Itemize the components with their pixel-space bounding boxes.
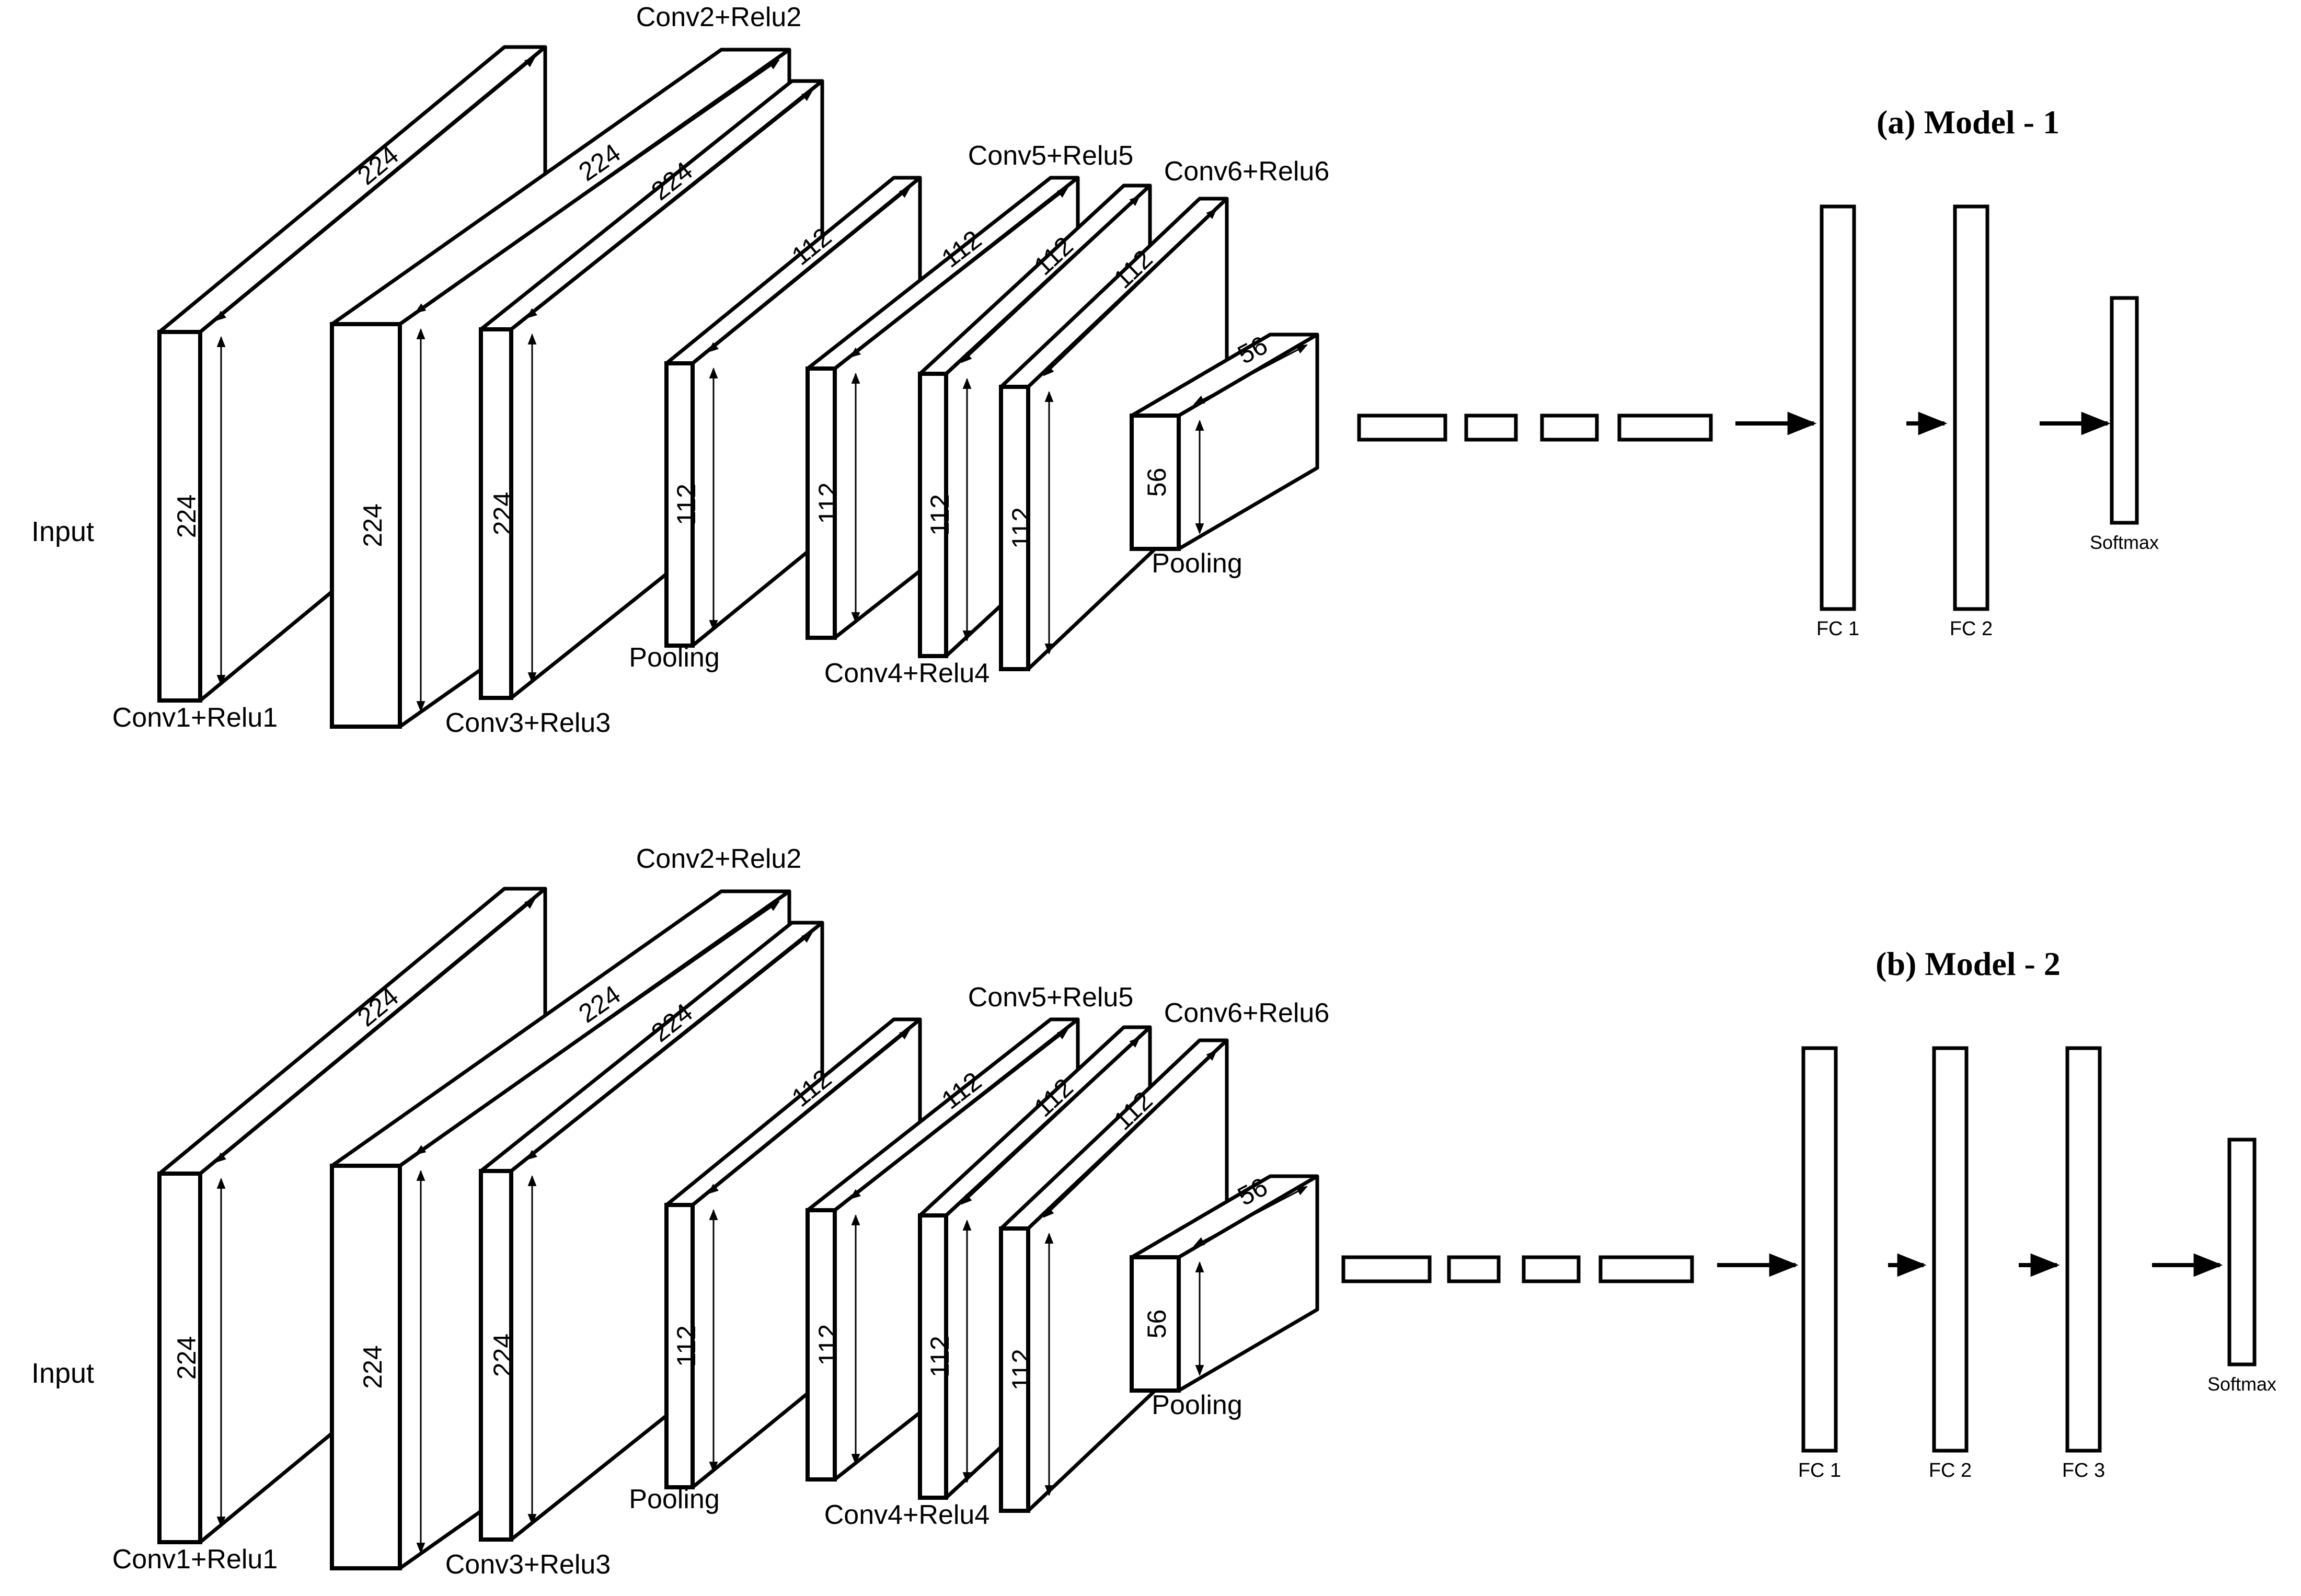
connector-dash [1617,414,1713,442]
depth-dimension-arrow [1043,1050,1217,1218]
block-label: Conv5+Relu5 [968,141,1134,171]
block-front-face [157,330,202,703]
block-front-face [918,1213,948,1500]
connector-dash [1341,1255,1432,1283]
block-label: Conv6+Relu6 [1164,156,1330,187]
softmax-layer [2110,296,2139,525]
depth-dimension-arrow [1193,1186,1308,1247]
block-label: Pooling [629,642,719,673]
height-dimension-label: 112 [925,1336,954,1377]
connector-dash [1464,414,1518,442]
softmax-label: Softmax [2090,532,2159,553]
connector-dash [1540,414,1599,442]
depth-dimension-arrow [1193,344,1308,405]
block-front-face [664,1203,695,1489]
block-front-face [330,322,402,729]
block-front-face [157,1172,202,1544]
block-label: Conv4+Relu4 [824,658,990,688]
block-front-face [1130,1255,1181,1393]
block-label: Conv2+Relu2 [636,844,802,874]
height-dimension-label: 112 [672,1325,701,1367]
fc-layer-3 [2065,1046,2102,1453]
connector-dash [1357,414,1447,442]
height-dimension-label: 224 [488,1334,517,1377]
input-label: Input [31,1358,94,1389]
fc-layer-1 [1801,1046,1838,1453]
softmax-layer [2227,1138,2257,1367]
model-title: (a) Model - 1 [1877,104,2060,141]
block-front-face [806,366,837,640]
model-1-panel: (a) Model - 1Input224224Conv1+Relu122422… [31,2,2159,738]
height-dimension-label: 56 [1142,468,1171,497]
fc-layer-2 [1932,1046,1969,1453]
block-front-face [664,361,695,648]
block-label: Conv3+Relu3 [445,1549,611,1580]
height-dimension-label: 112 [1007,1349,1036,1391]
fc-layer-1 [1820,204,1856,611]
fc-layer-2 [1953,204,1989,611]
block-label: Conv4+Relu4 [824,1500,990,1530]
height-dimension-label: 224 [172,495,201,538]
height-dimension-label: 224 [488,492,517,535]
block-label: Pooling [1152,1390,1242,1420]
block-label: Conv6+Relu6 [1164,998,1330,1028]
depth-dimension-arrow [526,90,813,319]
height-dimension-label: 112 [925,494,954,536]
block-front-face [999,1226,1030,1513]
block-label: Pooling [629,1484,719,1514]
block-label: Conv3+Relu3 [445,708,611,738]
height-dimension-label: 224 [358,503,387,547]
block-label: Conv1+Relu1 [112,1544,278,1575]
block-label: Conv2+Relu2 [636,2,802,32]
connector-dash [1598,1255,1694,1283]
fc-layer-label: FC 2 [1929,1460,1972,1482]
height-dimension-label: 112 [813,483,843,524]
connector-dash [1447,1255,1501,1283]
softmax-label: Softmax [2207,1373,2276,1395]
height-dimension-label: 56 [1142,1310,1171,1339]
block-front-face [479,327,513,700]
connector-dash [1522,1255,1581,1283]
height-dimension-label: 112 [813,1324,843,1366]
block-front-face [1130,414,1181,551]
block-label: Pooling [1152,548,1242,579]
height-dimension-label: 224 [358,1345,387,1388]
block-label: Conv5+Relu5 [968,982,1134,1013]
fc-layer-label: FC 1 [1798,1460,1841,1482]
fc-layer-label: FC 2 [1950,618,1993,640]
depth-dimension-arrow [1043,208,1217,376]
height-dimension-label: 112 [1007,507,1036,549]
block-label: Conv1+Relu1 [112,703,278,733]
model-2-panel: (b) Model - 2Input224224Conv1+Relu122422… [31,844,2276,1580]
fc-layer-label: FC 3 [2062,1460,2105,1482]
block-front-face [999,385,1030,671]
block-front-face [479,1169,513,1542]
block-front-face [806,1208,837,1482]
block-front-face [918,372,948,658]
model-title: (b) Model - 2 [1876,945,2061,982]
depth-dimension-arrow [526,932,813,1161]
input-label: Input [31,516,94,547]
fc-layer-label: FC 1 [1816,618,1859,640]
block-front-face [330,1164,402,1570]
height-dimension-label: 112 [672,484,701,525]
height-dimension-label: 224 [172,1336,201,1380]
